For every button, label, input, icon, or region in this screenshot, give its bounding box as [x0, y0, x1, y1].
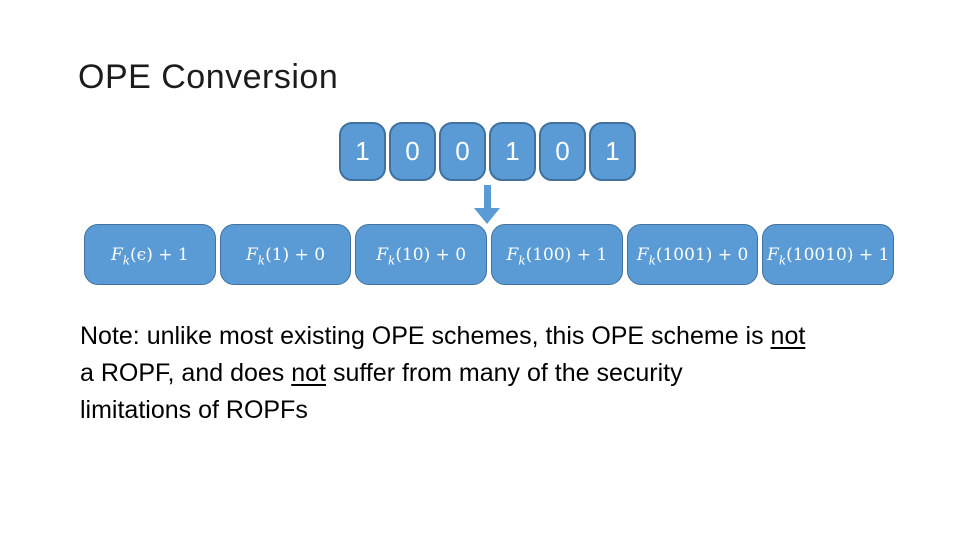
bit-box: 1 [589, 122, 636, 181]
formula-box: Fk(1001) + 0 [626, 224, 759, 285]
arrow-head [474, 208, 500, 224]
note-segment: a ROPF, and does [80, 359, 292, 387]
formula-text: Fk(ϵ) + 1 [110, 244, 189, 267]
formula-box: Fk(1) + 0 [219, 224, 352, 285]
note-underlined-not: not [291, 359, 326, 387]
bit-value: 0 [405, 136, 420, 166]
formula-text: Fk(1) + 0 [245, 244, 326, 267]
note-text: Note: unlike most existing OPE schemes, … [80, 318, 940, 429]
bit-box: 0 [439, 122, 486, 181]
formula-text: Fk(10010) + 1 [767, 244, 890, 267]
arrow-stem [483, 185, 491, 209]
formula-box: Fk(10) + 0 [355, 224, 488, 285]
formula-box: Fk(100) + 1 [491, 224, 623, 285]
formula-text: Fk(100) + 1 [506, 244, 608, 267]
bit-box: 0 [389, 122, 436, 181]
bit-row: 1 0 0 1 0 1 [339, 122, 636, 181]
note-segment: Note: unlike most existing OPE schemes, … [80, 322, 771, 350]
formula-text: Fk(10) + 0 [376, 244, 467, 267]
formula-box: Fk(ϵ) + 1 [84, 224, 216, 285]
down-arrow-icon [474, 185, 500, 224]
bit-value: 1 [605, 136, 620, 166]
bit-value: 0 [455, 136, 470, 166]
formula-row: Fk(ϵ) + 1 Fk(1) + 0 Fk(10) + 0 Fk(100) +… [84, 224, 895, 285]
note-underlined-not: not [770, 322, 806, 350]
note-segment: limitations of ROPFs [80, 396, 308, 424]
note-segment: suffer from many of the security [326, 359, 683, 387]
bit-value: 1 [355, 136, 370, 166]
bit-value: 0 [555, 136, 570, 166]
bit-box: 1 [339, 122, 386, 181]
slide-title: OPE Conversion [78, 58, 339, 96]
bit-box: 1 [489, 122, 536, 181]
formula-box: Fk(10010) + 1 [762, 224, 895, 285]
bit-box: 0 [539, 122, 586, 181]
formula-text: Fk(1001) + 0 [636, 244, 749, 267]
bit-value: 1 [505, 136, 520, 166]
